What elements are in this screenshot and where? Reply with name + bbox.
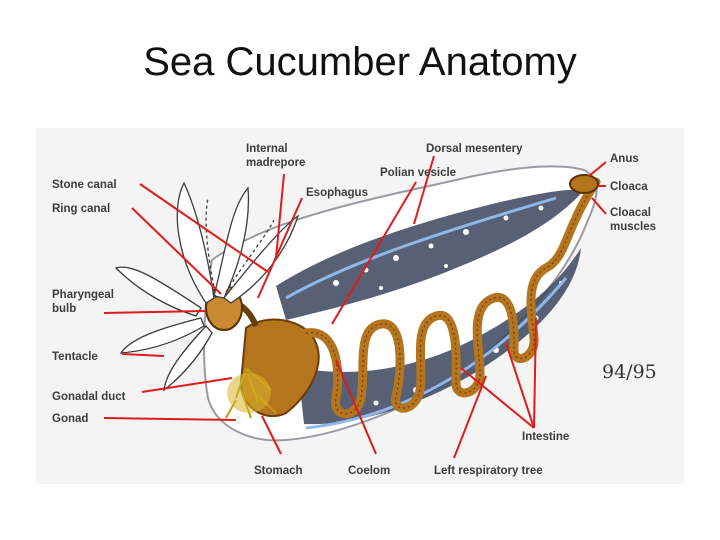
label-cloacal-muscles-1: Cloacal bbox=[610, 207, 651, 219]
label-anus: Anus bbox=[610, 153, 639, 165]
respiratory-tree-lower bbox=[298, 248, 581, 425]
label-left-respiratory-tree: Left respiratory tree bbox=[434, 465, 543, 477]
leader-lines bbox=[103, 155, 607, 459]
cloaca bbox=[569, 174, 599, 194]
label-cloacal-muscles-2: muscles bbox=[610, 221, 656, 233]
label-gonad: Gonad bbox=[52, 413, 88, 425]
tentacles bbox=[114, 181, 300, 392]
label-pharyngeal-bulb-1: Pharyngeal bbox=[52, 289, 114, 301]
artist-signature: 94/95 bbox=[602, 361, 657, 383]
slide-title: Sea Cucumber Anatomy bbox=[143, 40, 577, 84]
label-internal-madrepore-1: Internal bbox=[246, 143, 288, 155]
label-ring-canal: Ring canal bbox=[52, 203, 110, 215]
label-cloaca: Cloaca bbox=[610, 181, 648, 193]
label-esophagus: Esophagus bbox=[306, 187, 368, 199]
label-internal-madrepore-2: madrepore bbox=[246, 157, 305, 169]
intestine-outline bbox=[305, 181, 597, 415]
label-polian-vesicle: Polian vesicle bbox=[380, 167, 456, 179]
label-stone-canal: Stone canal bbox=[52, 179, 117, 191]
label-pharyngeal-bulb-2: bulb bbox=[52, 303, 76, 315]
label-intestine: Intestine bbox=[522, 431, 569, 443]
label-gonadal-duct: Gonadal duct bbox=[52, 391, 126, 403]
anatomy-diagram: Stone canal Ring canal Internal madrepor… bbox=[36, 128, 684, 484]
gonad-mass bbox=[227, 373, 271, 413]
label-dorsal-mesentery: Dorsal mesentery bbox=[426, 143, 523, 155]
label-stomach: Stomach bbox=[254, 465, 303, 477]
anatomy-illustration: Stone canal Ring canal Internal madrepor… bbox=[52, 143, 657, 477]
label-tentacle: Tentacle bbox=[52, 351, 98, 363]
label-coelom: Coelom bbox=[348, 465, 390, 477]
